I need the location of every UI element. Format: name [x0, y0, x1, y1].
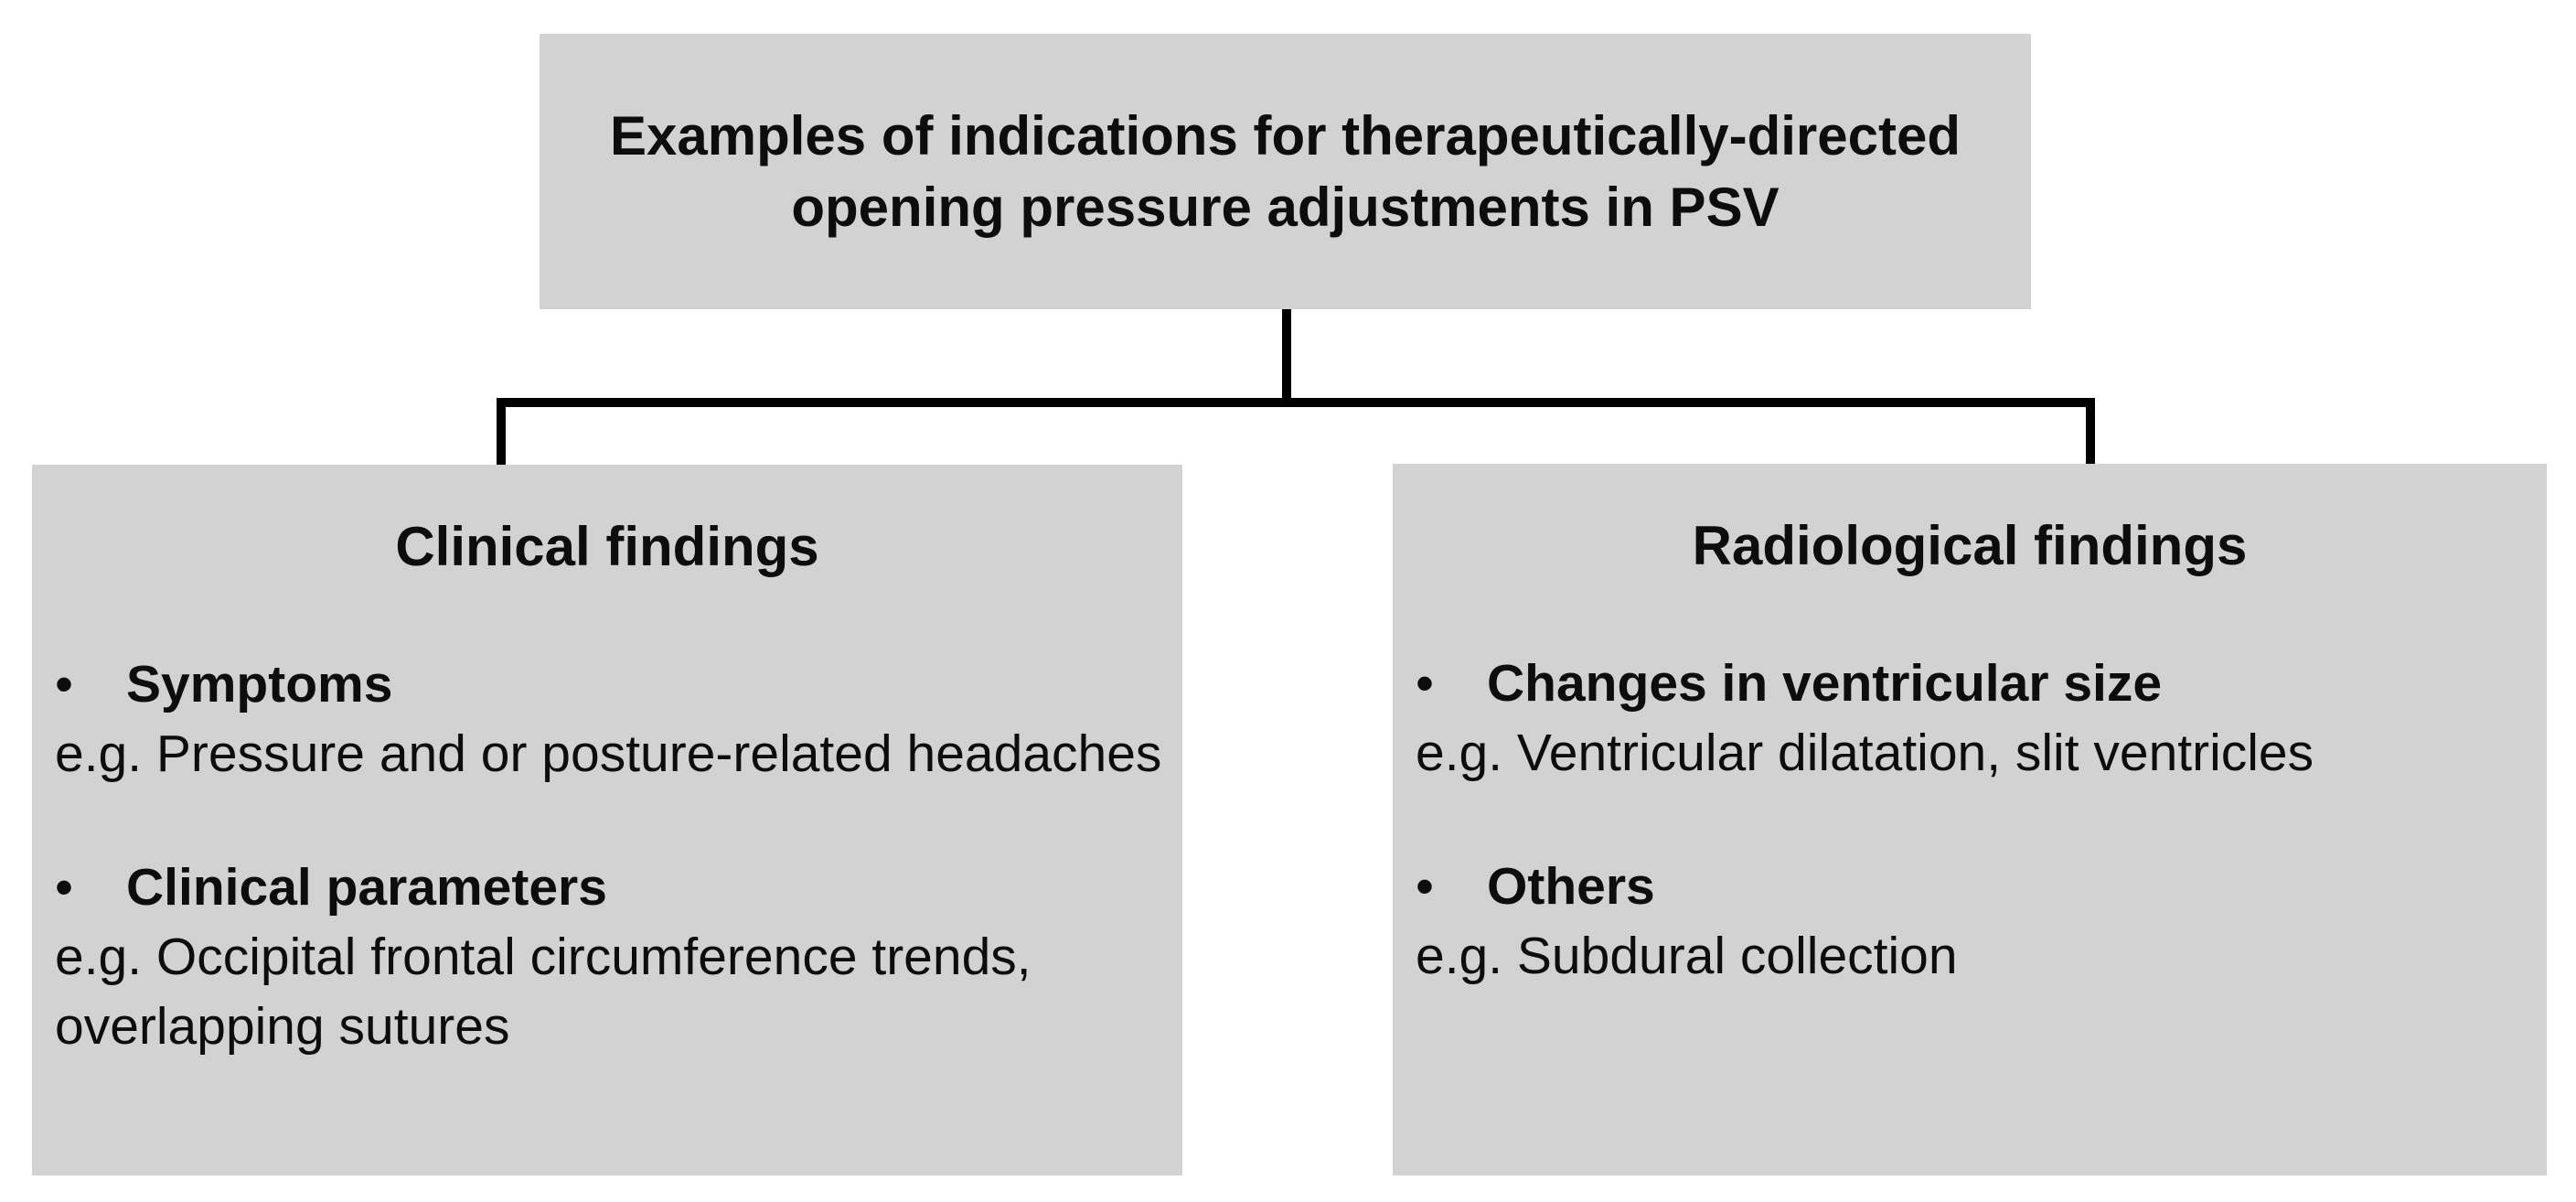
branch-body: • Symptoms e.g. Pressure and or posture-… — [32, 649, 1182, 1061]
bullet-item: • Others — [1416, 852, 2538, 921]
spacer — [55, 789, 1173, 853]
connector-horizontal — [497, 398, 2095, 407]
branch-body: • Changes in ventricular size e.g. Ventr… — [1393, 649, 2547, 991]
connector-drop-right — [2086, 398, 2095, 467]
bullet-term: Others — [1487, 857, 1655, 916]
bullet-term: Clinical parameters — [126, 858, 607, 917]
bullet-icon: • — [55, 655, 73, 714]
bullet-example: e.g. Ventricular dilatation, slit ventri… — [1416, 724, 2314, 782]
bullet-example: e.g. Occipital frontal circumference tre… — [55, 928, 1031, 1056]
bullet-icon: • — [55, 858, 73, 917]
connector-drop-left — [497, 398, 506, 467]
bullet-item: • Symptoms — [55, 649, 1173, 719]
branch-heading: Radiological findings — [1692, 515, 2248, 576]
bullet-item: • Changes in ventricular size — [1416, 649, 2538, 718]
bullet-item: • Clinical parameters — [55, 853, 1173, 922]
root-title-line: opening pressure adjustments in PSV — [791, 176, 1780, 238]
branch-node-clinical: Clinical findings • Symptoms e.g. Pressu… — [32, 465, 1182, 1175]
root-title-line: Examples of indications for therapeutica… — [609, 104, 1961, 166]
bullet-example: e.g. Subdural collection — [1416, 927, 1958, 985]
bullet-term: Symptoms — [126, 655, 393, 714]
spacer — [1416, 788, 2538, 852]
connector-stem — [1282, 309, 1291, 407]
branch-node-radiological: Radiological findings • Changes in ventr… — [1393, 464, 2547, 1175]
bullet-example: e.g. Pressure and or posture-related hea… — [55, 724, 1162, 783]
root-node: Examples of indications for therapeutica… — [540, 34, 2031, 309]
bullet-icon: • — [1416, 857, 1434, 916]
bullet-term: Changes in ventricular size — [1487, 654, 2163, 713]
branch-heading: Clinical findings — [395, 516, 819, 577]
bullet-icon: • — [1416, 654, 1434, 713]
